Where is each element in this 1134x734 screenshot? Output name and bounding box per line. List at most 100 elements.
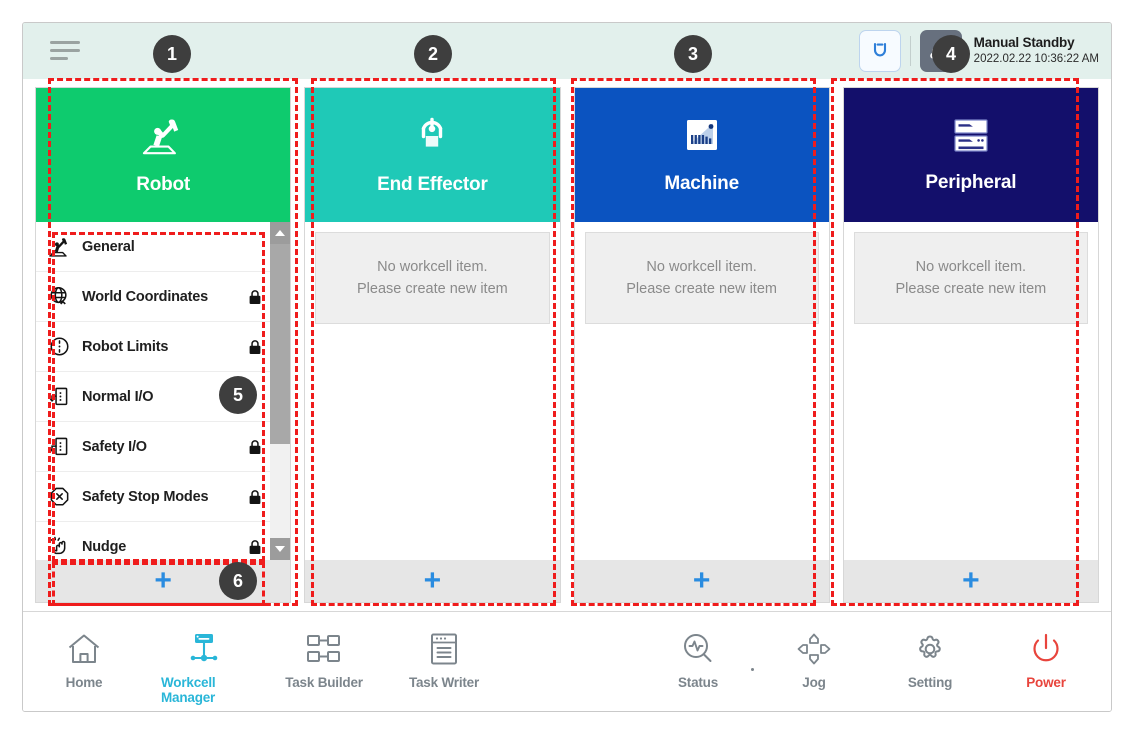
list-item[interactable]: General: [36, 222, 271, 272]
list-item-label: Robot Limits: [82, 338, 169, 355]
annotation-badge-1: 1: [153, 35, 191, 73]
nav-item-jog[interactable]: Jog: [751, 628, 857, 690]
gear-icon: [912, 628, 948, 666]
empty-state-end-effector: No workcell item. Please create new item: [315, 232, 550, 324]
stop-octagon-icon: [46, 484, 72, 510]
globe-axis-icon: [46, 284, 72, 310]
nav-label: Home: [65, 675, 103, 690]
robot-arm-icon: [140, 115, 186, 162]
column-body-machine: No workcell item. Please create new item: [574, 222, 829, 560]
robot-arm-icon: [46, 234, 72, 260]
lock-icon: [247, 289, 262, 305]
jog-indicator-dot: [751, 668, 754, 671]
nav-item-home[interactable]: Home: [41, 628, 127, 705]
header-divider: [909, 36, 911, 66]
bottom-navigation-bar: Home Workcell Manage: [23, 611, 1111, 711]
power-icon: [1029, 628, 1063, 666]
robot-settings-list: General World Coordinates: [36, 222, 290, 560]
task-builder-icon: [305, 628, 343, 666]
lock-icon: [247, 489, 262, 505]
nav-primary-group: Home Workcell Manage: [41, 628, 487, 705]
column-body-end-effector: No workcell item. Please create new item: [305, 222, 560, 560]
nav-item-power[interactable]: Power: [1003, 628, 1089, 690]
mode-datetime: 2022.02.22 10:36:22 AM: [973, 53, 1099, 66]
annotation-badge-3: 3: [674, 35, 712, 73]
annotation-badge-6: 6: [219, 562, 257, 600]
list-item[interactable]: Safety I/O: [36, 422, 271, 472]
robot-list-scrollbar[interactable]: [270, 222, 291, 560]
column-title-machine: Machine: [664, 172, 739, 194]
column-title-robot: Robot: [136, 173, 191, 195]
hamburger-menu-icon[interactable]: [50, 41, 84, 63]
lock-icon: [247, 539, 262, 555]
column-body-robot: General World Coordinates: [36, 222, 291, 560]
list-item-label: Normal I/O: [82, 388, 154, 405]
list-item[interactable]: Nudge: [36, 522, 271, 560]
annotation-badge-4: 4: [932, 35, 970, 73]
nav-item-task-builder[interactable]: Task Builder: [281, 628, 367, 705]
home-icon: [66, 628, 102, 666]
add-end-effector-button[interactable]: +: [305, 560, 560, 602]
add-peripheral-button[interactable]: +: [843, 560, 1098, 602]
column-title-peripheral: Peripheral: [925, 171, 1017, 193]
nav-label: Workcell Manager: [161, 675, 216, 705]
nav-label: Task Writer: [408, 675, 480, 690]
list-item[interactable]: World Coordinates: [36, 272, 271, 322]
column-header-end-effector[interactable]: End Effector: [305, 88, 560, 222]
empty-state-machine: No workcell item. Please create new item: [584, 232, 819, 324]
column-header-machine[interactable]: Machine: [574, 88, 829, 222]
lock-icon: [247, 439, 262, 455]
application-window: Manual Standby 2022.02.22 10:36:22 AM Ro…: [22, 22, 1112, 712]
list-item-label: Nudge: [82, 538, 127, 555]
list-item-label: Safety Stop Modes: [82, 488, 209, 505]
nav-item-workcell-manager[interactable]: Workcell Manager: [161, 628, 247, 705]
nav-item-task-writer[interactable]: Task Writer: [401, 628, 487, 705]
peripheral-server-icon: [949, 117, 993, 160]
limits-circle-icon: [46, 334, 72, 360]
nav-item-status[interactable]: Status: [655, 628, 741, 690]
empty-line-2: Please create new item: [626, 281, 777, 297]
column-machine: Machine No workcell item. Please create …: [573, 87, 830, 603]
robot-arm-icon[interactable]: [858, 30, 901, 72]
nav-item-setting[interactable]: Setting: [887, 628, 973, 690]
empty-line-2: Please create new item: [357, 281, 508, 297]
empty-line-1: No workcell item.: [646, 258, 757, 275]
task-writer-icon: [428, 628, 460, 666]
list-item[interactable]: Robot Limits: [36, 322, 271, 372]
list-item[interactable]: Safety Stop Modes: [36, 472, 271, 522]
column-header-peripheral[interactable]: Peripheral: [843, 88, 1098, 222]
workcell-manager-icon: [185, 628, 223, 666]
nav-label: Jog: [802, 675, 826, 690]
io-port-icon: [46, 384, 72, 410]
scroll-down-button[interactable]: [270, 538, 291, 560]
column-title-end-effector: End Effector: [377, 173, 488, 195]
machine-icon: [681, 116, 723, 161]
workcell-board: Robot General: [23, 79, 1111, 613]
list-item-label: Safety I/O: [82, 438, 147, 455]
plus-icon: +: [154, 564, 172, 597]
plus-icon: +: [692, 564, 711, 597]
empty-line-1: No workcell item.: [377, 258, 488, 275]
nav-label: Setting: [907, 675, 953, 690]
scrollbar-thumb[interactable]: [270, 244, 291, 444]
mode-title: Manual Standby: [973, 35, 1075, 51]
column-peripheral: Peripheral No workcell item. Please crea…: [842, 87, 1099, 603]
list-item-label: General: [82, 238, 135, 255]
lock-icon: [247, 339, 262, 355]
nav-label: Power: [1026, 675, 1066, 690]
empty-line-1: No workcell item.: [915, 258, 1027, 275]
scroll-up-button[interactable]: [270, 222, 291, 244]
gripper-icon: [411, 115, 453, 162]
add-machine-button[interactable]: +: [574, 560, 829, 602]
empty-state-peripheral: No workcell item. Please create new item: [853, 232, 1088, 324]
annotation-badge-2: 2: [414, 35, 452, 73]
status-magnifier-icon: [680, 628, 716, 666]
plus-icon: +: [962, 564, 980, 597]
io-port-icon: [46, 434, 72, 460]
nav-label: Task Builder: [285, 675, 363, 690]
nav-label: Status: [677, 675, 719, 690]
annotation-badge-5: 5: [219, 376, 257, 414]
list-item-label: World Coordinates: [82, 288, 209, 305]
nav-secondary-group: Status Jog: [655, 628, 1089, 690]
column-header-robot[interactable]: Robot: [36, 88, 291, 222]
